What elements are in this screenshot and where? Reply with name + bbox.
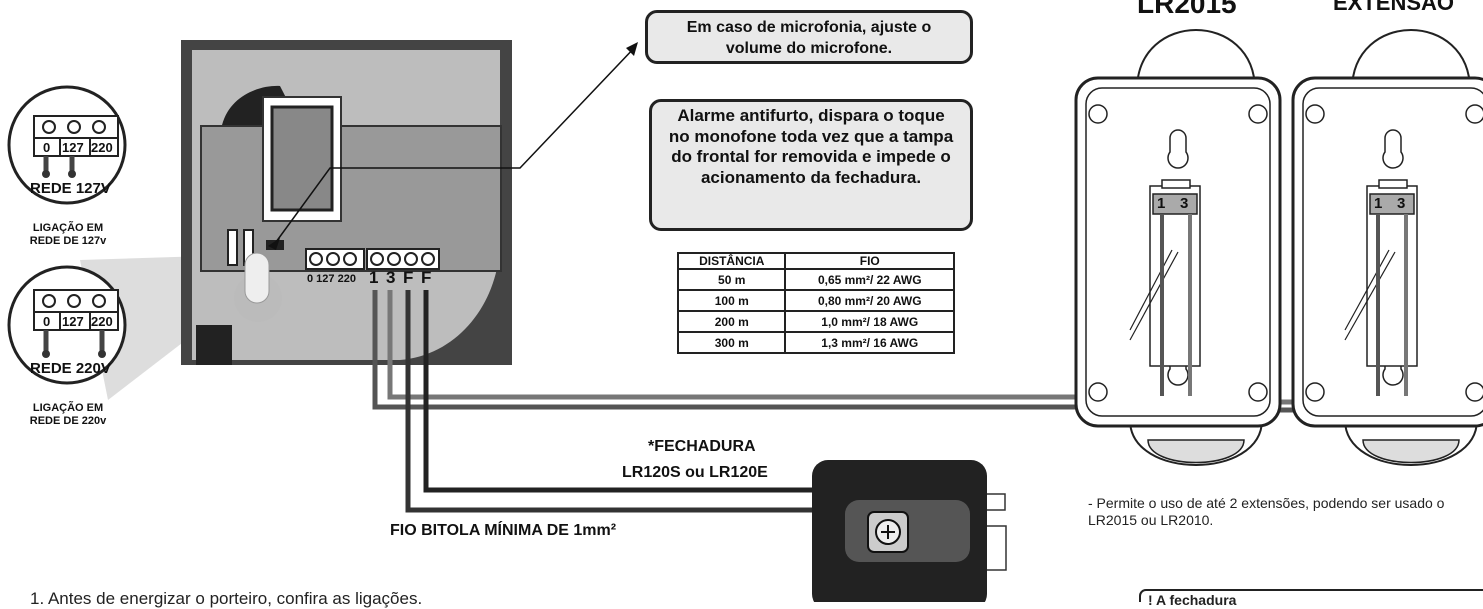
- handset-extensao: [1291, 29, 1483, 466]
- rede-220-diagram: [7, 265, 127, 385]
- rede220-t127: 127: [62, 314, 84, 329]
- table-cell: 0,65 mm²/ 22 AWG: [784, 268, 955, 291]
- rede127-t0: 0: [43, 140, 51, 155]
- table-row: 200 m 1,0 mm²/ 18 AWG: [676, 310, 955, 333]
- table-cell: 1,0 mm²/ 18 AWG: [784, 310, 955, 333]
- table-row: 50 m 0,65 mm²/ 22 AWG: [676, 268, 955, 291]
- right-term-3: 3: [1397, 195, 1406, 212]
- out-terminal-1: 1: [369, 268, 379, 287]
- table-cell: 0,80 mm²/ 20 AWG: [784, 289, 955, 312]
- extensions-note: - Permite o uso de até 2 extensões, pode…: [1088, 495, 1445, 528]
- warning-box: [1139, 589, 1483, 602]
- rede127-label: REDE 127V: [30, 180, 111, 197]
- left-term-1: 1: [1157, 195, 1166, 212]
- rede127-t127: 127: [62, 140, 84, 155]
- microfonia-callout: Em caso de microfonia, ajuste o volume d…: [645, 10, 973, 64]
- wire-gauge-table: DISTÂNCIA FIO 50 m 0,65 mm²/ 22 AWG 100 …: [676, 252, 955, 354]
- rede127-caption-1: LIGAÇÃO EM: [32, 222, 104, 234]
- rede220-t220: 220: [91, 314, 113, 329]
- table-cell: 200 m: [676, 310, 787, 333]
- table-cell: 100 m: [676, 289, 787, 312]
- rede220-caption-1: LIGAÇÃO EM: [32, 402, 104, 414]
- electric-lock: [812, 460, 1007, 602]
- table-cell: 50 m: [676, 268, 787, 291]
- bottom-warning: ! A fechadura: [1148, 592, 1237, 608]
- wire-gauge-note: FIO BITOLA MÍNIMA DE 1mm²: [390, 522, 617, 539]
- intercom-panel: [181, 40, 512, 365]
- bottom-step: 1. Antes de energizar o porteiro, confir…: [30, 589, 423, 608]
- handset-title-left: LR2015: [1137, 0, 1237, 19]
- table-cell: 1,3 mm²/ 16 AWG: [784, 331, 955, 354]
- out-terminal-f2: F: [421, 268, 432, 287]
- power-terminal-labels: 0 127 220: [307, 273, 356, 285]
- alarme-callout: Alarme antifurto, dispara o toque no mon…: [649, 99, 973, 231]
- table-header: DISTÂNCIA: [676, 252, 787, 270]
- rede-127-diagram: [7, 85, 127, 205]
- right-term-1: 1: [1374, 195, 1383, 212]
- rede127-caption-2: REDE DE 127v: [29, 235, 107, 247]
- out-terminal-3: 3: [386, 268, 396, 287]
- handset-wires: [1160, 214, 1408, 396]
- rede220-caption-2: REDE DE 220v: [29, 415, 107, 427]
- table-row: 100 m 0,80 mm²/ 20 AWG: [676, 289, 955, 312]
- rede220-t0: 0: [43, 314, 51, 329]
- table-header: FIO: [784, 252, 955, 270]
- callout-arrow: [268, 42, 638, 250]
- table-row: 300 m 1,3 mm²/ 16 AWG: [676, 331, 955, 354]
- lock-label-2: LR120S ou LR120E: [622, 464, 768, 481]
- rede220-label: REDE 220V: [30, 360, 111, 377]
- table-cell: 300 m: [676, 331, 787, 354]
- handset-lr2015: [1074, 29, 1282, 466]
- left-term-3: 3: [1180, 195, 1189, 212]
- handset-title-right: EXTENSÃO: [1333, 0, 1455, 15]
- rede127-t220: 220: [91, 140, 113, 155]
- out-terminal-f1: F: [403, 268, 414, 287]
- lock-label-1: *FECHADURA: [648, 438, 756, 455]
- table-header-row: DISTÂNCIA FIO: [676, 252, 955, 270]
